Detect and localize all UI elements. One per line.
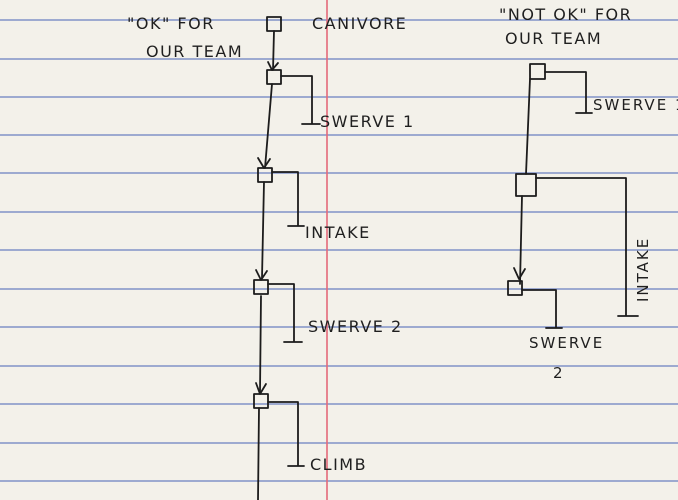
right-trunk bbox=[519, 78, 531, 285]
arrow-icon bbox=[255, 269, 268, 281]
right-bottom-node bbox=[507, 280, 523, 296]
climb-node bbox=[253, 393, 269, 409]
right-title-line1: "NOT OK" FOR bbox=[499, 5, 632, 24]
intake-node bbox=[257, 167, 273, 183]
right-swerve-1-label: SWERVE 1 bbox=[593, 96, 678, 114]
climb-label: CLIMB bbox=[310, 455, 367, 474]
swerve-2-branch bbox=[267, 283, 303, 343]
right-swerve-2-branch bbox=[521, 289, 563, 329]
intake-label: INTAKE bbox=[305, 223, 371, 242]
right-swerve-2-number: 2 bbox=[553, 364, 565, 382]
right-swerve-2-label: SWERVE bbox=[529, 334, 604, 352]
right-intake-label: INTAKE bbox=[634, 237, 652, 302]
swerve-2-node bbox=[253, 279, 269, 295]
right-intake-branch bbox=[535, 177, 639, 317]
swerve-2-label: SWERVE 2 bbox=[308, 317, 403, 336]
right-top-node bbox=[529, 63, 546, 80]
right-swerve-1-branch bbox=[544, 71, 593, 114]
arrow-icon bbox=[513, 267, 526, 280]
ruled-lines bbox=[0, 19, 678, 482]
swerve-1-node bbox=[266, 69, 282, 85]
left-trunk bbox=[257, 30, 275, 500]
canivore-box bbox=[266, 16, 282, 32]
swerve-1-label: SWERVE 1 bbox=[320, 112, 415, 131]
canivore-label: CANIVORE bbox=[312, 14, 407, 33]
climb-branch bbox=[267, 401, 305, 467]
arrow-icon bbox=[267, 61, 279, 71]
right-mid-node bbox=[515, 173, 537, 197]
arrow-icon bbox=[257, 157, 271, 169]
left-title-line1: "OK" FOR bbox=[127, 14, 215, 33]
arrow-icon bbox=[255, 382, 267, 395]
swerve-1-branch bbox=[280, 75, 321, 125]
left-diagram: "OK" FOR OUR TEAM CANIVORE SWERVE 1 INTA… bbox=[127, 14, 415, 500]
right-diagram: "NOT OK" FOR OUR TEAM SWERVE 1 INTAKE SW… bbox=[499, 5, 678, 382]
right-title-line2: OUR TEAM bbox=[505, 29, 602, 48]
left-title-line2: OUR TEAM bbox=[146, 42, 243, 61]
intake-branch bbox=[271, 171, 305, 227]
